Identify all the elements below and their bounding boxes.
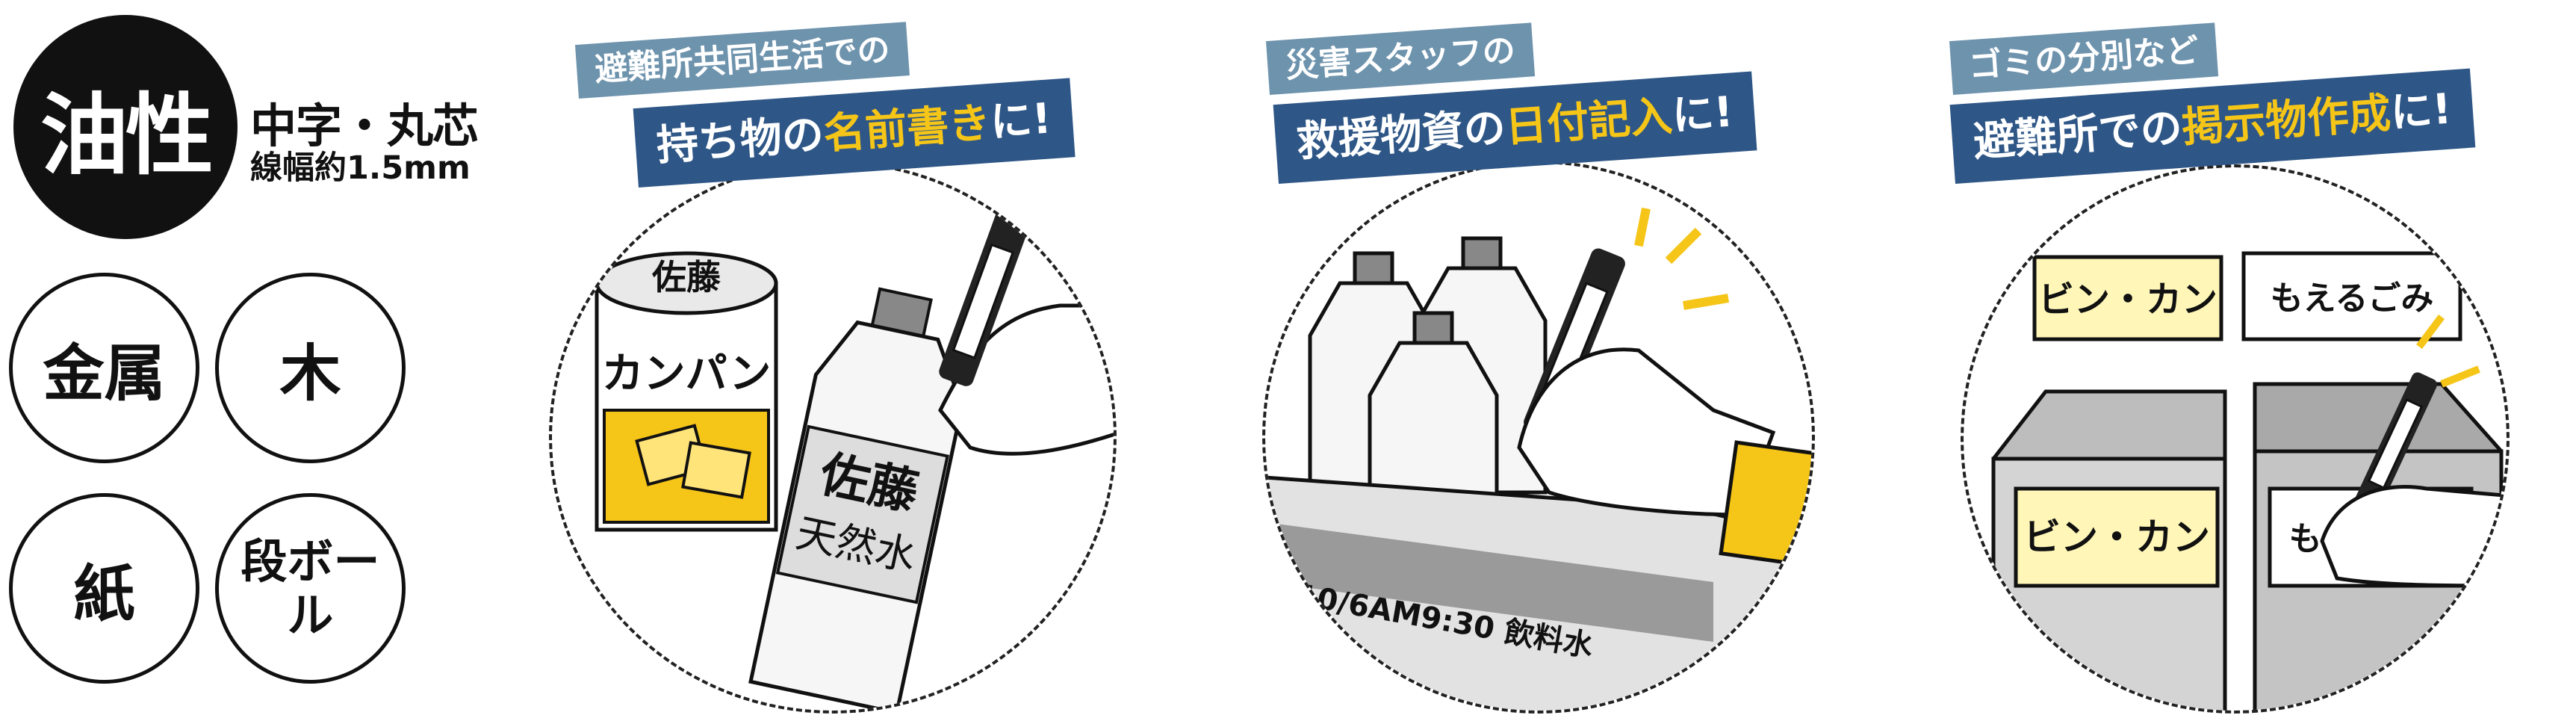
- tip-type: 中字・丸芯: [250, 99, 479, 153]
- line-width: 線幅約1.5mm: [250, 149, 471, 187]
- scene-2-illustration: 10/6AM9:30 飲料水: [1265, 207, 1812, 711]
- scene-1-illustration: 佐藤 カンパン 佐藤 天然水: [595, 164, 1114, 711]
- sign-cans-top: ビン・カン: [2038, 279, 2217, 321]
- scene-2-subtitle: 災害スタッフの: [1265, 22, 1536, 95]
- surface-paper: 紙: [9, 493, 199, 684]
- sign-burnable-top: もえるごみ: [2271, 279, 2434, 318]
- surface-wood: 木: [215, 273, 406, 463]
- can-name-text: 佐藤: [651, 257, 721, 297]
- surface-cardboard: 段ボール: [215, 493, 406, 684]
- scene-1-subtitle: 避難所共同生活での: [574, 22, 910, 99]
- marker-in-hand: [2320, 315, 2507, 588]
- scene-date-entry: 10/6AM9:30 飲料水: [1262, 161, 1815, 714]
- scene-name-writing: 佐藤 カンパン 佐藤 天然水: [549, 161, 1117, 714]
- can-illustration: 佐藤 カンパン: [595, 251, 778, 532]
- water-bottles: [1308, 236, 1548, 510]
- bottle-illustration: 佐藤 天然水: [748, 287, 964, 711]
- badge-label: 油性: [40, 83, 214, 187]
- sign-cans-front: ビン・カン: [2023, 516, 2210, 559]
- surface-metal: 金属: [9, 273, 199, 463]
- scene-3-subtitle: ゴミの分別など: [1949, 22, 2219, 95]
- can-product-text: カンパン: [602, 350, 772, 398]
- scene-3-illustration: ビン・カン もえるごみ ビン・カン もえるごみ: [1991, 251, 2507, 711]
- marker-in-hand: [1517, 207, 1812, 567]
- marker-in-hand: [938, 164, 1114, 456]
- scene-sign-making: ビン・カン もえるごみ ビン・カン もえるごみ: [1961, 164, 2510, 714]
- oil-based-badge: 油性: [13, 15, 238, 239]
- top-signs: ビン・カン もえるごみ: [2032, 251, 2462, 341]
